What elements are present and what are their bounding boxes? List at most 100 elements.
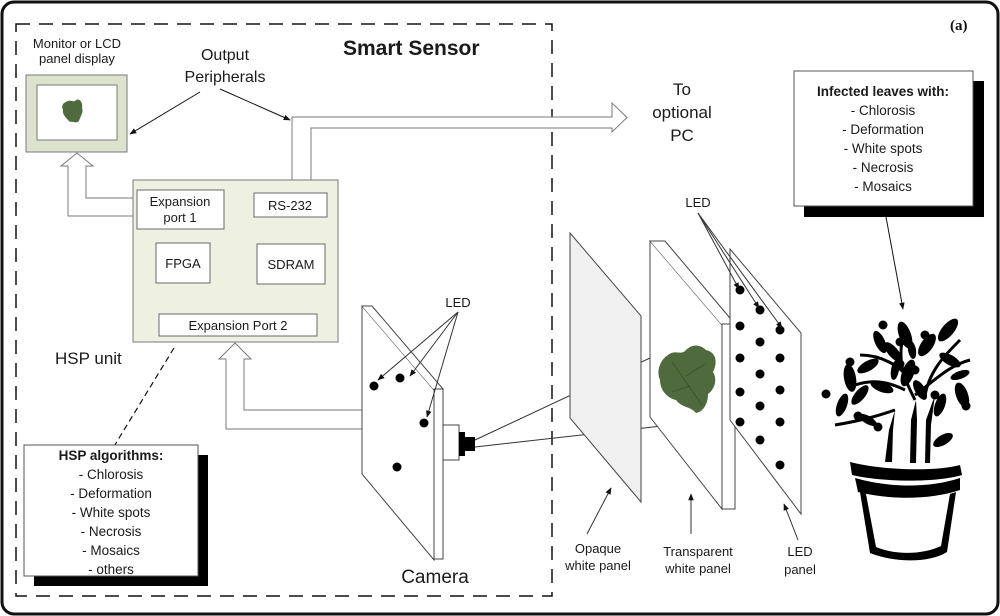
hsp-algorithm-item: - Chlorosis <box>79 467 144 482</box>
pot-rim <box>850 462 962 481</box>
hsp-algorithm-item: - Mosaics <box>82 543 140 558</box>
camera-led-arrow-2 <box>409 311 459 377</box>
led-dot <box>735 353 745 363</box>
plant-leaf <box>933 433 953 447</box>
plant-berry <box>920 330 930 340</box>
trunk-1 <box>885 410 895 462</box>
plant-berry <box>961 401 971 411</box>
hsp-algorithm-item: - Necrosis <box>81 524 142 539</box>
camera-led-3 <box>419 418 429 428</box>
camera-label: Camera <box>401 567 469 588</box>
led-dot <box>755 435 765 445</box>
camera: LED Camera <box>361 295 475 588</box>
plant-leaf <box>950 369 970 381</box>
rs232-box <box>253 192 328 218</box>
arrow-to-pc-link <box>219 88 291 121</box>
led-panel-label-line-1: LED <box>787 544 812 559</box>
sdram-label: SDRAM <box>268 257 315 272</box>
plant-leaf <box>907 341 917 359</box>
plant-leaf <box>857 358 879 374</box>
plant-leaf <box>918 333 936 357</box>
hollow-arrow-to-pc <box>291 101 628 180</box>
transparent-panel-label-line-1: Transparent <box>663 544 733 559</box>
plant-berry <box>853 411 863 421</box>
monitor-label-line-2: panel display <box>39 51 115 66</box>
plant-leaf <box>873 330 887 354</box>
monitor-label-line-1: Monitor or LCD <box>33 36 121 51</box>
expansion-port-1-box <box>136 189 225 230</box>
hsp-algorithm-item: - others <box>88 562 134 577</box>
trunk-2 <box>910 400 917 463</box>
hsp-algorithm-item: - Deformation <box>70 486 152 501</box>
output-peripherals-line-2: Peripherals <box>185 69 266 86</box>
plant-berry <box>930 390 940 400</box>
transparent-white-panel <box>649 239 737 511</box>
fpga-box <box>155 242 211 284</box>
plant-berry <box>845 357 855 367</box>
leaf-veins <box>671 361 706 406</box>
leaf-thumbnail-icon <box>62 99 83 123</box>
pot-band <box>855 478 960 498</box>
plant-leaf <box>843 364 857 392</box>
led-dot <box>775 460 785 470</box>
plant-branch <box>914 358 971 397</box>
panel-led-arrow-2 <box>697 212 760 309</box>
led-dot <box>775 353 785 363</box>
plant-branch <box>859 353 912 381</box>
infected-leaves-panel <box>793 70 974 207</box>
panel-label: (a) <box>950 18 968 34</box>
led-dot <box>755 337 765 347</box>
optional-pc-line-3: PC <box>670 126 694 145</box>
infected-leaves-item: - Deformation <box>842 122 924 137</box>
hsp-unit-label: HSP unit <box>55 349 122 368</box>
hsp-algorithm-item: - White spots <box>72 505 151 520</box>
plant-leaf <box>884 342 902 362</box>
plant-branch <box>834 408 896 427</box>
output-peripherals-line-1: Output <box>201 47 250 64</box>
hsp-unit-board: Expansion port 1 RS-232 FPGA SDRAM Expan… <box>132 179 339 343</box>
led-dot <box>775 385 785 395</box>
infected-leaves-box: Infected leaves with: - Chlorosis - Defor… <box>793 70 984 217</box>
trunk-3 <box>925 395 935 463</box>
plant-foliage <box>821 318 971 447</box>
led-dot <box>735 285 745 295</box>
camera-led-label: LED <box>445 295 470 310</box>
panel-led-label: LED <box>685 195 710 210</box>
hsp-algorithms-title: HSP algorithms: <box>59 448 164 463</box>
led-dot <box>735 417 745 427</box>
infected-leaves-item: - White spots <box>844 141 923 156</box>
led-dot <box>755 369 765 379</box>
infected-leaves-item: - Mosaics <box>854 179 912 194</box>
expansion-port-2-box <box>158 313 318 337</box>
infected-leaves-list: - Chlorosis- Deformation- White spots- N… <box>842 103 924 194</box>
hollow-arrow-to-monitor <box>59 152 133 217</box>
led-dot <box>755 305 765 315</box>
opaque-panel-label-line-1: Opaque <box>575 541 621 556</box>
arrow-to-plant <box>885 216 905 310</box>
camera-led-arrow-1 <box>377 311 459 381</box>
plant-leaf <box>859 413 877 427</box>
optional-pc-line-1: To <box>673 80 691 99</box>
led-dot <box>735 321 745 331</box>
plant-branch <box>923 338 962 396</box>
led-panel-arrow <box>783 503 799 541</box>
expansion-port-2-label: Expansion Port 2 <box>188 318 287 333</box>
led-panel: LED <box>685 195 802 516</box>
camera-led-2 <box>395 373 405 383</box>
pot-body <box>860 492 956 561</box>
plant-branch <box>899 329 917 401</box>
plant-berry <box>873 422 883 432</box>
infected-leaves-title: Infected leaves with: <box>817 84 949 99</box>
plant-leaf <box>937 318 959 342</box>
hollow-arrow-camera-to-hsp <box>217 342 362 430</box>
camera-led-arrow-3 <box>426 311 459 418</box>
led-dot <box>735 387 745 397</box>
plant-leaf <box>851 385 869 405</box>
plant-berry <box>878 320 888 330</box>
infected-leaves-item: - Chlorosis <box>851 103 916 118</box>
smart-sensor-title: Smart Sensor <box>343 37 480 60</box>
plant-branch <box>854 380 906 392</box>
led-dot <box>755 401 765 411</box>
